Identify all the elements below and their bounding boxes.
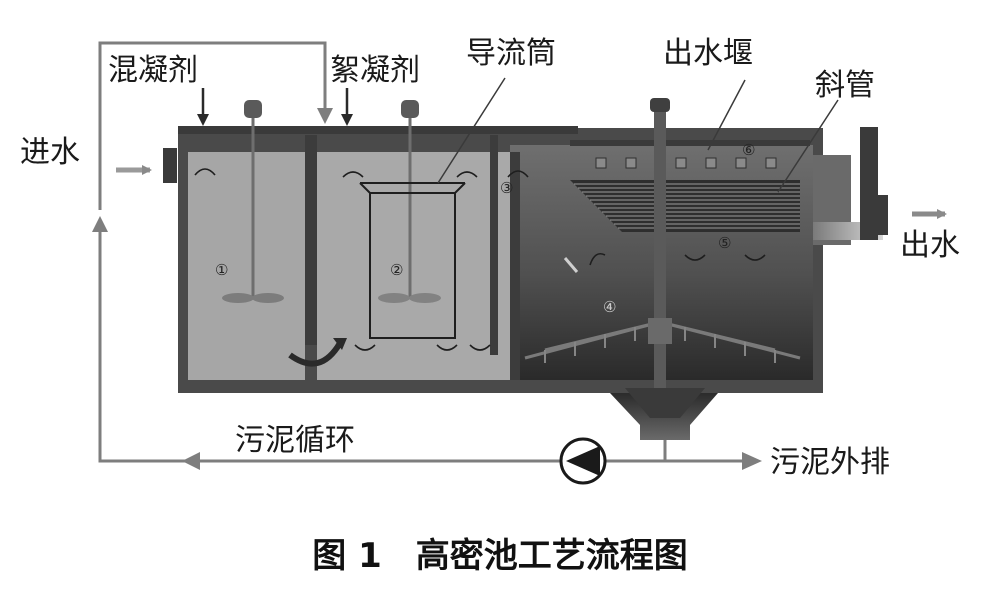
scraper-shaft bbox=[654, 108, 666, 388]
label-sludge-recycle: 污泥循环 bbox=[235, 423, 355, 458]
tank bbox=[163, 126, 888, 440]
underflow-arrowhead bbox=[333, 338, 347, 350]
dosing-arrows bbox=[201, 88, 349, 118]
flow-arrows bbox=[194, 168, 766, 351]
zone-number-2: ② bbox=[390, 261, 403, 279]
inclined-tubes bbox=[570, 140, 810, 232]
label-flocculant: 絮凝剂 bbox=[330, 53, 420, 88]
scraper bbox=[524, 98, 801, 388]
discharge-arrow bbox=[742, 452, 762, 470]
mixing-chamber bbox=[188, 152, 305, 380]
recycle-arrow-left bbox=[182, 452, 200, 470]
zone-number-4: ④ bbox=[603, 298, 616, 316]
leader-lines bbox=[437, 77, 839, 193]
label-outlet: 出水 bbox=[900, 228, 960, 263]
mixer-2-blade-right bbox=[409, 293, 441, 303]
underflow-arrow bbox=[288, 341, 343, 367]
weir-plate bbox=[570, 140, 810, 146]
mixer-1-blade-left bbox=[222, 293, 254, 303]
mixer-1 bbox=[222, 100, 284, 303]
recycle-arrow-down bbox=[317, 108, 333, 124]
label-sludge-discharge: 污泥外排 bbox=[770, 445, 890, 480]
zone-number-3: ③ bbox=[500, 179, 513, 197]
recycle-arrow-up bbox=[92, 216, 108, 232]
zone-number-1: ① bbox=[215, 261, 228, 279]
recycle-pipe bbox=[98, 41, 667, 463]
scraper-teeth bbox=[544, 327, 776, 363]
weir-troughs bbox=[595, 157, 777, 169]
zone-number-6: ⑥ bbox=[742, 141, 755, 159]
label-draft-tube: 导流筒 bbox=[466, 36, 556, 71]
mixer-2 bbox=[378, 100, 441, 303]
transfer-channel bbox=[317, 152, 320, 380]
outlet-flange bbox=[878, 195, 888, 235]
label-outlet-weir: 出水堰 bbox=[663, 36, 753, 71]
mixer-1-motor bbox=[244, 100, 262, 118]
hopper-inner bbox=[625, 388, 705, 418]
figure-caption: 图 1 高密池工艺流程图 bbox=[312, 536, 688, 576]
flocculant-arrow bbox=[341, 114, 353, 126]
zone-number-5: ⑤ bbox=[718, 234, 731, 252]
top-beam bbox=[178, 126, 578, 134]
label-inlet: 进水 bbox=[20, 135, 80, 170]
draft-tube bbox=[359, 182, 466, 339]
scraper-motor bbox=[650, 98, 670, 112]
flocculation-chamber bbox=[320, 152, 510, 380]
sludge-pump bbox=[559, 437, 607, 485]
settle-arrow bbox=[563, 257, 579, 273]
mixer-1-blade-right bbox=[252, 293, 284, 303]
wall-1 bbox=[305, 135, 317, 345]
label-coagulant: 混凝剂 bbox=[108, 53, 198, 88]
tube-pack bbox=[570, 180, 800, 232]
mixer-2-motor bbox=[401, 100, 419, 118]
scraper-hub bbox=[648, 318, 672, 344]
label-inclined-tubes: 斜管 bbox=[815, 68, 875, 103]
inlet-flange bbox=[163, 148, 177, 183]
outlet-riser bbox=[860, 127, 878, 240]
zone-numbers: ① ② ③ ④ ⑤ ⑥ bbox=[215, 141, 755, 316]
mixer-2-blade-left bbox=[378, 293, 410, 303]
wall-2 bbox=[490, 135, 498, 355]
wall-3 bbox=[510, 152, 520, 380]
coagulant-arrow bbox=[197, 114, 209, 126]
